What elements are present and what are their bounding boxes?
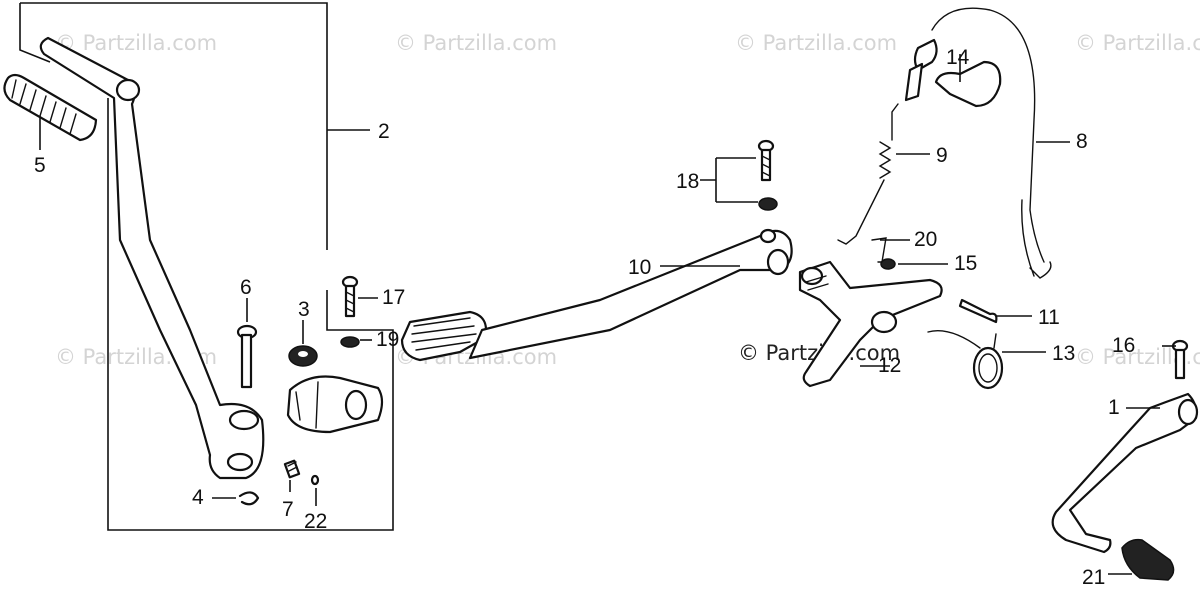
bolt-11 <box>958 298 998 324</box>
leader-lines <box>39 54 1176 575</box>
callout-21: 21 <box>1082 566 1105 589</box>
stop-switch-8 <box>904 7 1052 279</box>
callout-4: 4 <box>192 486 204 509</box>
brake-pedal <box>400 228 793 362</box>
clip-4 <box>238 491 260 506</box>
watermark-text: © Partzilla.com <box>55 31 217 55</box>
callout-6: 6 <box>240 276 252 299</box>
callout-2: 2 <box>378 120 390 143</box>
bolt-17 <box>341 275 359 318</box>
callout-10: 10 <box>628 256 651 279</box>
set-screw-7 <box>283 459 301 479</box>
washer-15 <box>880 258 896 270</box>
gear-change-pedal <box>1051 392 1199 554</box>
callout-18: 18 <box>676 170 699 193</box>
cotter-pin-20 <box>871 237 887 263</box>
callout-labels: 1 2 3 4 5 6 7 8 9 10 11 12 13 14 15 16 1… <box>34 46 1135 589</box>
bracket-14 <box>934 60 1002 108</box>
shift-rubber-21 <box>1121 538 1175 581</box>
callout-13: 13 <box>1052 342 1075 365</box>
callout-7: 7 <box>282 498 294 521</box>
callout-9: 9 <box>936 144 948 167</box>
callout-11: 11 <box>1038 306 1060 329</box>
washer-19 <box>340 336 360 348</box>
spring-13 <box>927 330 1004 390</box>
callout-3: 3 <box>298 298 310 321</box>
return-spring-9 <box>837 103 899 245</box>
kick-holder <box>286 375 384 434</box>
callout-20: 20 <box>914 228 937 251</box>
callout-12: 12 <box>878 354 901 377</box>
callout-17: 17 <box>382 286 405 309</box>
callout-22: 22 <box>304 510 327 533</box>
pivot-pin <box>236 324 258 389</box>
bolt-18 <box>757 139 778 211</box>
callout-15: 15 <box>954 252 977 275</box>
group-bracket <box>19 2 394 531</box>
brake-shaft-arm <box>798 260 943 388</box>
callout-14: 14 <box>946 46 970 69</box>
bolt-16 <box>1171 339 1189 380</box>
callout-5: 5 <box>34 154 46 177</box>
kick-grip-rubber <box>3 73 98 142</box>
ball-22 <box>310 474 320 486</box>
watermark-text: © Partzilla.com <box>395 31 557 55</box>
watermark-text: © Partzilla.com <box>1075 31 1200 55</box>
callout-8: 8 <box>1076 130 1088 153</box>
callout-19: 19 <box>376 328 399 351</box>
callout-16: 16 <box>1112 334 1135 357</box>
callout-1: 1 <box>1108 396 1120 419</box>
kick-starter-arm <box>39 36 265 480</box>
watermark-text: © Partzilla.com <box>735 31 897 55</box>
rubber-cap <box>288 345 318 367</box>
